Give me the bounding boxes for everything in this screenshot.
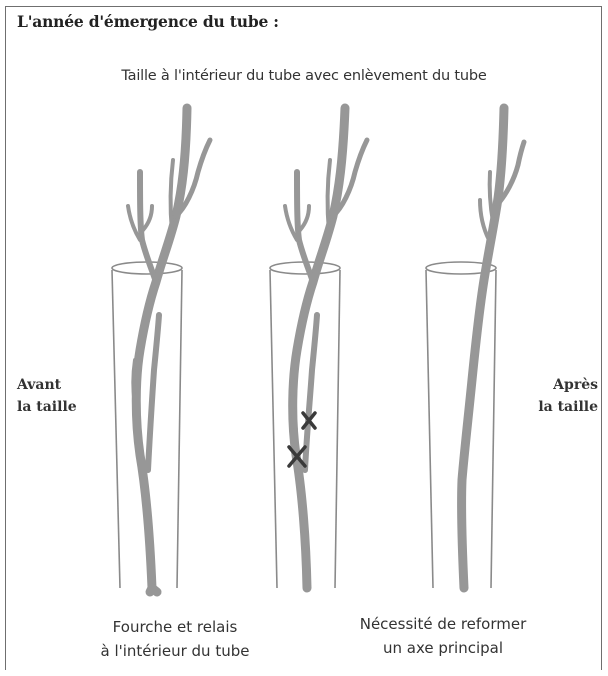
tree-before [128,108,210,592]
tree-during [285,108,367,588]
